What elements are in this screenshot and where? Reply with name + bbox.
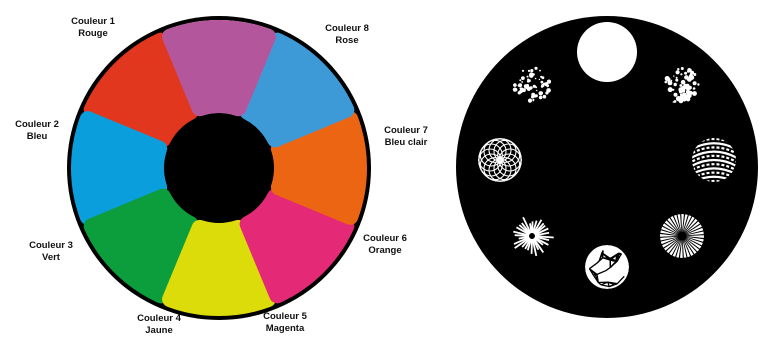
label-number: Couleur 6	[350, 233, 420, 245]
gobo-dot	[668, 87, 673, 92]
gobo-dot	[521, 81, 523, 83]
gobo-dot	[676, 77, 678, 79]
label-number: Couleur 1	[58, 16, 128, 28]
gobo-dot	[529, 72, 533, 76]
label-couleur-1: Couleur 1 Rouge	[58, 16, 128, 40]
gobo-dot	[668, 81, 670, 83]
gobo-dot	[539, 96, 543, 100]
gobo-dot	[522, 70, 524, 72]
gobo-dot	[542, 76, 545, 79]
gobo-dot	[521, 76, 525, 80]
gobo-dot	[532, 100, 534, 102]
gobo-dot	[674, 83, 677, 86]
gobo-dot	[681, 80, 686, 85]
gobo-dot	[526, 84, 529, 87]
label-color-name: Rose	[312, 35, 382, 47]
gobo-dot	[541, 81, 544, 84]
gobo-dot	[544, 82, 548, 86]
label-color-name: Jaune	[124, 325, 194, 337]
label-color-name: Bleu	[2, 131, 72, 143]
gobo-crack	[593, 274, 595, 275]
gobo-dot	[674, 93, 678, 97]
gobo-dot	[680, 73, 682, 75]
gobo-dot	[535, 86, 537, 88]
gobo-dot	[681, 67, 684, 70]
gobo-dot	[519, 90, 523, 94]
gobo-shattered-glass	[585, 245, 629, 289]
label-number: Couleur 5	[250, 311, 320, 323]
label-number: Couleur 3	[16, 240, 86, 252]
gobo-dot	[527, 76, 529, 78]
label-color-name: Rouge	[58, 28, 128, 40]
gobo-dot	[689, 75, 694, 80]
gobo-hub	[678, 232, 686, 240]
gobo-dot	[528, 99, 532, 103]
gobo-dot	[535, 78, 537, 80]
gobo-dot	[677, 68, 679, 70]
gobo-dot	[530, 69, 533, 72]
label-color-name: Magenta	[250, 323, 320, 335]
gobo-dot	[546, 88, 551, 93]
gobo-dot	[687, 98, 690, 101]
gobo-dot	[687, 94, 691, 98]
gobo-dot	[675, 79, 678, 82]
label-couleur-7: Couleur 7 Bleu clair	[368, 125, 444, 149]
gobo-dot	[697, 83, 699, 85]
gobo-dot	[693, 87, 696, 90]
label-number: Couleur 8	[312, 23, 382, 35]
gobo-dot	[688, 86, 692, 90]
label-number: Couleur 2	[2, 119, 72, 131]
gobo-dot	[673, 101, 675, 103]
gobo-open-slot	[577, 22, 637, 82]
gobo-dot	[682, 94, 684, 96]
gobo-dot	[546, 92, 548, 94]
label-couleur-2: Couleur 2 Bleu	[2, 119, 72, 143]
gobo-dot	[692, 91, 697, 96]
gobo-dot	[682, 89, 685, 92]
gobo-dot	[693, 81, 697, 85]
gobo-dot	[673, 75, 674, 76]
gobo-dot	[539, 79, 540, 80]
gobo-dot	[682, 97, 687, 102]
gobo-dot	[676, 70, 680, 74]
label-color-name: Bleu clair	[368, 137, 444, 149]
gobo-dot	[536, 90, 537, 91]
gobo-dot	[665, 76, 670, 81]
gobo-dot	[665, 81, 668, 84]
label-couleur-4: Couleur 4 Jaune	[124, 313, 194, 337]
gobo-dot	[543, 95, 547, 99]
label-color-name: Vert	[16, 252, 86, 264]
label-color-name: Orange	[350, 245, 420, 257]
gobo-dot	[531, 93, 535, 97]
gobo-dot	[539, 70, 541, 72]
gobo-dot	[684, 75, 688, 79]
label-couleur-3: Couleur 3 Vert	[16, 240, 86, 264]
gobo-dot	[534, 67, 537, 70]
gobo-dot	[670, 83, 672, 85]
gobo-dot	[528, 70, 530, 72]
gobo-dot	[518, 83, 522, 87]
gobo-dot	[694, 83, 695, 84]
label-couleur-5: Couleur 5 Magenta	[250, 311, 320, 335]
gobo-radial-rays	[660, 214, 704, 258]
label-couleur-6: Couleur 6 Orange	[350, 233, 420, 257]
label-number: Couleur 7	[368, 125, 444, 137]
gobo-dot	[540, 92, 543, 95]
gobo-dot	[671, 80, 672, 81]
gobo-dot	[513, 83, 517, 87]
label-couleur-8: Couleur 8 Rose	[312, 23, 382, 47]
gobo-dot	[527, 80, 530, 83]
gobo-dot	[684, 72, 687, 75]
label-number: Couleur 4	[124, 313, 194, 325]
gobo-dot	[541, 84, 544, 87]
gobo-dot	[513, 88, 517, 92]
gobo-dot	[519, 79, 521, 81]
gobo-dot	[675, 101, 676, 102]
gobo-dot	[529, 86, 532, 89]
gobo-dot	[679, 84, 682, 87]
